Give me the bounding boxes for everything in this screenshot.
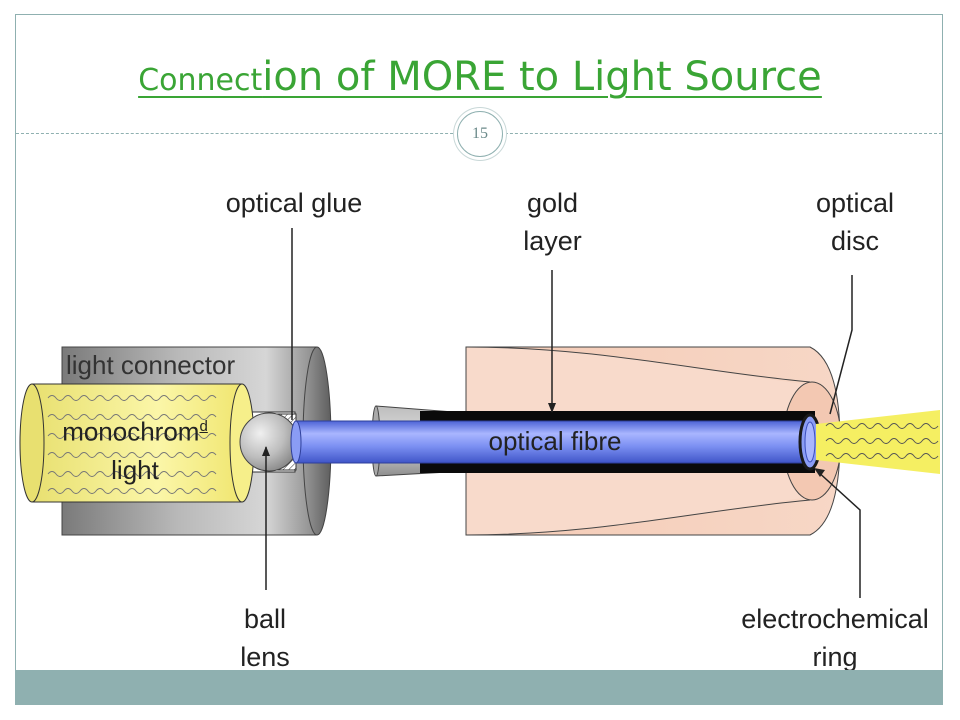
- label-light-connector: light connector: [66, 350, 236, 380]
- output-light-beam: [816, 410, 940, 474]
- label-optical-disc-line2: disc: [830, 226, 879, 256]
- footer-bar: [16, 670, 942, 704]
- label-ball-lens-line2: lens: [240, 642, 290, 672]
- label-optical-disc-line1: optical: [815, 188, 895, 218]
- pointer-electrochemical-ring: [815, 469, 861, 598]
- optical-disc-end: [798, 413, 822, 471]
- slide-title: Connection of MORE to Light Source: [0, 54, 960, 100]
- light-source-cylinder: [19, 383, 255, 503]
- title-part-1: Connect: [138, 63, 263, 98]
- label-optical-disc: optical disc: [780, 184, 930, 260]
- label-ball-lens: ball lens: [215, 600, 315, 676]
- label-monochrom: monochrom: [62, 416, 200, 447]
- label-optical-glue: optical glue: [225, 188, 363, 218]
- label-gold-layer-line2: layer: [523, 226, 582, 256]
- label-electrochemical-ring: electrochemical ring: [715, 600, 955, 676]
- pointer-lines: [265, 228, 861, 598]
- label-electrochemical-line2: ring: [812, 642, 858, 672]
- label-gold-layer-line1: gold: [526, 188, 579, 218]
- pointer-arrowheads: [262, 403, 825, 477]
- optical-fibre: [290, 420, 809, 464]
- pointer-optical-disc: [829, 275, 853, 415]
- label-monochrom-line: monochromd: [30, 408, 240, 451]
- slide-frame: [15, 14, 943, 705]
- label-electrochemical-line1: electrochemical: [741, 604, 929, 634]
- label-gold-layer: gold layer: [505, 184, 600, 260]
- label-optical-fibre: optical fibre: [488, 426, 622, 456]
- label-light: light: [111, 454, 159, 485]
- label-monochrom-sup: d: [199, 418, 208, 435]
- light-waves-source: [47, 395, 217, 494]
- slide-number: 15: [457, 111, 503, 157]
- title-part-2: ion of MORE to Light Source: [262, 54, 822, 100]
- label-ball-lens-line1: ball: [243, 604, 287, 634]
- label-monochromated-light: monochromd light: [30, 408, 240, 489]
- ball-lens-assembly: [239, 412, 299, 472]
